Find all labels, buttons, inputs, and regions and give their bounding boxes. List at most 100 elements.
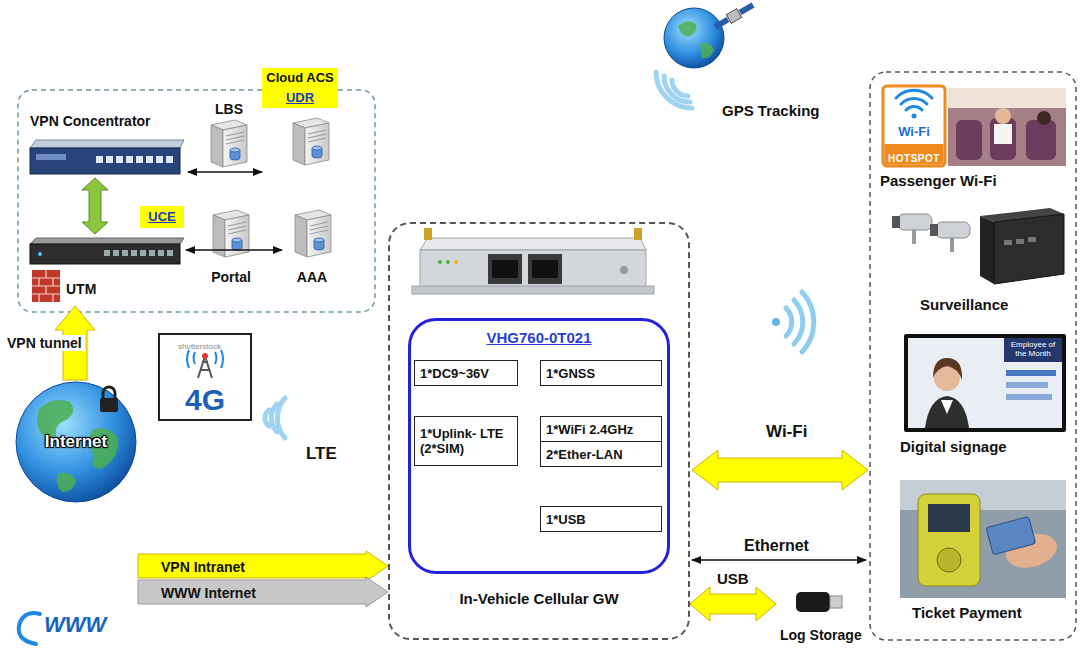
passenger-photo bbox=[1026, 120, 1056, 160]
application-node: Employee of the MonthDigital signage bbox=[896, 328, 1068, 462]
text-anchor: Employee of the Month bbox=[1006, 340, 1060, 360]
vpn-concentrator-device bbox=[30, 148, 180, 174]
utm-device bbox=[122, 250, 128, 256]
node-label: 1*GNSS bbox=[546, 366, 595, 381]
node-label: 1*DC9~36V bbox=[420, 366, 489, 381]
utm-device bbox=[158, 250, 164, 256]
wifi-waves bbox=[772, 318, 780, 326]
vpn-concentrator-device bbox=[36, 154, 66, 160]
link-label: LTE bbox=[306, 444, 337, 464]
text-anchor: HOTSPOT bbox=[882, 148, 946, 166]
vpn-concentrator-device bbox=[116, 156, 123, 163]
hotspot-icon bbox=[885, 144, 944, 165]
text-anchor: USB bbox=[714, 570, 752, 588]
text-anchor: Passenger Wi-Fi bbox=[880, 172, 997, 190]
gps-globe bbox=[713, 17, 729, 30]
surveillance-photo bbox=[980, 216, 994, 284]
utm-device bbox=[30, 244, 180, 264]
text-anchor: WWW bbox=[44, 612, 106, 638]
edge-label: VPN Intranet bbox=[158, 559, 248, 575]
text-anchor: Wi-Fi bbox=[882, 122, 946, 140]
text-anchor: In-Vehicle Cellular GW bbox=[390, 590, 688, 608]
text-anchor: Portal bbox=[200, 268, 262, 286]
node-label: HOTSPOT bbox=[888, 153, 940, 165]
node-label: VHG760-0T021 bbox=[486, 329, 591, 347]
node-label: Wi-Fi bbox=[898, 124, 930, 140]
head-office-region bbox=[18, 90, 375, 312]
wifi-waves bbox=[786, 292, 814, 352]
gateway-photo bbox=[412, 286, 654, 294]
server-icons bbox=[211, 120, 247, 167]
gateway-photo bbox=[420, 250, 646, 288]
ticket-photo bbox=[900, 480, 1066, 598]
node-label: Cloud ACS bbox=[262, 68, 338, 88]
usb-stick-icon bbox=[796, 592, 842, 612]
utm-device bbox=[149, 250, 155, 256]
logo-text: WWW bbox=[44, 612, 106, 638]
signage-photo bbox=[904, 334, 1066, 432]
gps-globe bbox=[678, 21, 714, 58]
block-arrow bbox=[138, 551, 388, 581]
wifi-arrow bbox=[692, 450, 868, 490]
devices-region bbox=[870, 72, 1076, 640]
gateway-photo bbox=[446, 260, 450, 264]
port-box: 1*Uplink- LTE (2*SIM) bbox=[414, 416, 518, 466]
utm-device bbox=[113, 250, 119, 256]
internet-globe bbox=[57, 473, 76, 492]
signage-photo bbox=[1006, 370, 1056, 376]
cell-tower-icon bbox=[187, 350, 223, 378]
signage-photo bbox=[1006, 382, 1048, 388]
storage-node: Log Storage bbox=[776, 580, 876, 648]
text-anchor: AAA bbox=[282, 268, 342, 286]
gateway-photo bbox=[438, 260, 442, 264]
node-label: VPN Concentrator bbox=[30, 113, 151, 130]
gps-globe bbox=[656, 1, 756, 108]
passenger-photo bbox=[956, 120, 982, 160]
text-anchor: VHG760-0T021 bbox=[411, 329, 667, 347]
surveillance-photo bbox=[1004, 240, 1012, 245]
signage-photo bbox=[925, 396, 969, 428]
surveillance-photo bbox=[892, 216, 900, 228]
head-office-region bbox=[18, 90, 375, 312]
passenger-photo bbox=[990, 118, 1016, 160]
gateway-photo bbox=[528, 254, 562, 284]
node-label: AAA bbox=[297, 269, 327, 286]
utm-device bbox=[38, 252, 42, 256]
vpn-concentrator-device bbox=[156, 156, 163, 163]
text-anchor: Log Storage bbox=[780, 626, 862, 644]
firewall-brick-icon bbox=[32, 270, 60, 302]
wifi-arrow bbox=[692, 450, 868, 490]
signage-photo bbox=[904, 334, 1066, 432]
node-label: Internet bbox=[45, 432, 107, 452]
node-label: LBS bbox=[215, 101, 243, 118]
signage-photo bbox=[1004, 338, 1062, 362]
node-label: 2*Ether-LAN bbox=[546, 447, 623, 462]
text-anchor: GPS Tracking bbox=[722, 102, 820, 120]
ticket-photo bbox=[986, 516, 1036, 554]
signage-photo bbox=[933, 358, 962, 380]
hotspot-icon bbox=[896, 90, 932, 110]
node-label: 1*Uplink- LTE (2*SIM) bbox=[420, 426, 512, 456]
server-node: AAA bbox=[282, 206, 342, 289]
surveillance-photo bbox=[912, 230, 916, 244]
text-anchor: WWW Internet bbox=[158, 584, 259, 602]
passenger-photo bbox=[948, 88, 1066, 166]
passenger-photo bbox=[948, 88, 1066, 108]
server-icons bbox=[295, 210, 331, 257]
vpn-concentrator-device bbox=[166, 156, 173, 163]
gateway-photo bbox=[532, 260, 558, 278]
gateway-region: In-Vehicle Cellular GW VHG760-0T021 1*DC9~… bbox=[388, 222, 690, 640]
surveillance-photo bbox=[936, 222, 970, 238]
watermark: shutterstock bbox=[178, 342, 221, 351]
text-anchor: Cloud ACS bbox=[262, 68, 338, 88]
lock-icon bbox=[100, 398, 118, 412]
text-anchor: VPN Concentrator bbox=[30, 112, 151, 130]
passenger-photo bbox=[995, 108, 1011, 124]
signage-photo bbox=[908, 338, 1062, 428]
gps-node: GPS Tracking bbox=[656, 4, 848, 124]
server-node: Cloud ACSUDR bbox=[262, 68, 343, 178]
gateway-photo bbox=[454, 260, 458, 264]
devices-region bbox=[870, 72, 1076, 640]
connector-line bbox=[188, 171, 262, 172]
block-arrow bbox=[82, 178, 108, 234]
